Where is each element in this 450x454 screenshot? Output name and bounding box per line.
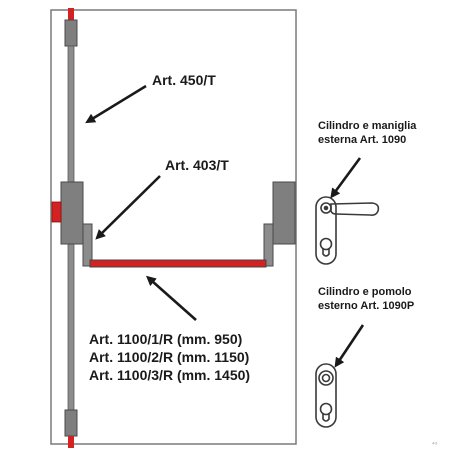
- vertical-rod: [64, 8, 78, 448]
- label-crossbar-list: Art. 1100/1/R (mm. 950) Art. 1100/2/R (m…: [89, 330, 250, 384]
- label-pushbar-head: Art. 403/T: [165, 157, 229, 173]
- handle-plate-icon: [315, 196, 380, 265]
- knob-plate-icon: [315, 363, 337, 428]
- arrow-handle: [330, 157, 362, 199]
- label-rod: Art. 450/T: [152, 72, 216, 88]
- corner-watermark: ⁴⁹: [432, 441, 438, 449]
- door-outline: [50, 9, 297, 445]
- label-knob: Cilindro e pomolo esterno Art. 1090P: [318, 285, 414, 313]
- label-handle-line1: Cilindro e maniglia: [318, 120, 417, 132]
- label-handle: Cilindro e maniglia esterna Art. 1090: [318, 119, 416, 147]
- arrow-knob: [334, 324, 365, 368]
- lock-case: [51, 181, 84, 245]
- label-crossbar-2: Art. 1100/2/R (mm. 1150): [89, 349, 250, 365]
- label-knob-line1: Cilindro e pomolo: [318, 286, 412, 298]
- label-crossbar-3: Art. 1100/3/R (mm. 1450): [89, 367, 251, 383]
- label-crossbar-1: Art. 1100/1/R (mm. 950): [89, 331, 243, 347]
- red-push-bar: [89, 259, 267, 268]
- label-knob-line2: esterno Art. 1090P: [318, 300, 415, 312]
- right-bar-housing: [263, 181, 296, 267]
- left-bar-bracket: [82, 223, 93, 267]
- arrow-rod: [85, 84, 147, 124]
- arrow-pushbar-head: [95, 175, 161, 240]
- arrow-crossbar: [146, 275, 197, 321]
- label-handle-line2: esterna Art. 1090: [318, 134, 407, 146]
